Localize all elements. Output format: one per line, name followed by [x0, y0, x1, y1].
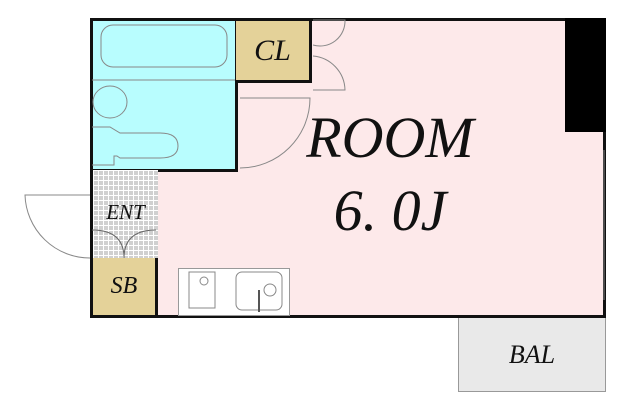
room-size-label: 6. 0J: [333, 177, 447, 243]
balcony-label: BAL: [508, 339, 556, 369]
bathroom: [90, 18, 238, 172]
kitchen-counter: [178, 268, 290, 316]
faucet-icon: [263, 283, 277, 297]
toilet-icon: [92, 85, 128, 119]
closet-label: CL: [254, 33, 291, 67]
closet-door-icon: [312, 19, 346, 91]
entrance-step-icon: [91, 229, 157, 259]
shoe-box: SB: [90, 258, 158, 318]
closet: CL: [236, 18, 312, 83]
bathtub-icon: [100, 24, 228, 68]
structural-column: [565, 18, 606, 132]
balcony: BAL: [458, 318, 606, 392]
entrance-label: ENT: [106, 200, 145, 224]
shoe-box-label: SB: [110, 273, 138, 299]
entrance-door-icon: [24, 194, 91, 259]
sink-basin-icon: [92, 126, 179, 166]
room-name-label: ROOM: [306, 105, 474, 170]
bath-door-swing-icon: [239, 97, 311, 169]
stove-icon: [188, 271, 216, 309]
burner-icon: [199, 276, 209, 286]
